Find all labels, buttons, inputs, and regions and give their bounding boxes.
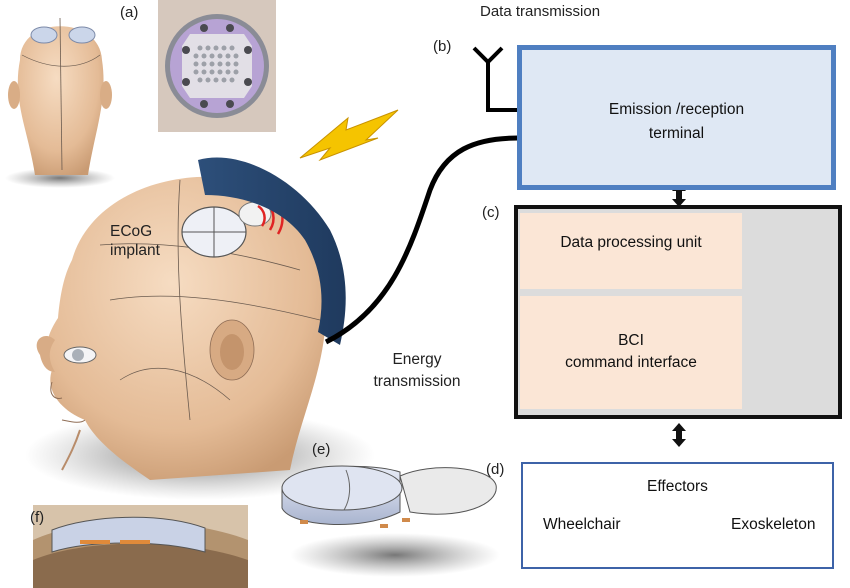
effectors-title: Effectors: [647, 478, 708, 495]
panel-label-a: (a): [120, 4, 139, 21]
small-head-illustration: [5, 17, 115, 188]
panel-label-d: (d): [486, 461, 505, 478]
bci-line2: command interface: [565, 354, 697, 371]
energy-transmission-label: Energy transmission: [362, 349, 472, 393]
main-head-illustration: [25, 157, 375, 500]
bci-command-interface-box: BCI command interface: [520, 296, 742, 409]
ecog-label-line2: implant: [110, 242, 160, 259]
electrode-grid-image: [158, 0, 276, 132]
ecog-implant-label: ECoG implant: [110, 222, 160, 260]
panel-label-f: (f): [30, 509, 45, 526]
bci-line1: BCI: [618, 332, 644, 349]
panel-label-c: (c): [482, 204, 500, 221]
energy-cable: [324, 135, 519, 345]
lightning-bolt-icon: [299, 109, 399, 162]
panel-label-b: (b): [433, 38, 452, 55]
bci-text: BCI command interface: [520, 330, 742, 374]
antenna-icon: [472, 46, 518, 112]
emission-line1: Emission /reception: [608, 101, 745, 118]
data-processing-unit-box: Data processing unit: [520, 213, 742, 289]
effector-wheelchair: Wheelchair: [543, 516, 621, 533]
emission-reception-terminal-box: Emission /reception terminal: [517, 45, 836, 190]
emission-line2: terminal: [648, 125, 705, 142]
ecog-label-line1: ECoG: [110, 223, 153, 240]
data-transmission-label: Data transmission: [480, 3, 601, 20]
effector-exoskeleton: Exoskeleton: [731, 516, 816, 533]
implant-3d-illustration: [281, 465, 500, 577]
double-arrow-icon-lower: [672, 423, 686, 447]
energy-label-line2: transmission: [373, 373, 461, 390]
dpu-label: Data processing unit: [560, 234, 702, 251]
emission-text: Emission /reception terminal: [522, 98, 831, 146]
cross-section-image: [33, 505, 248, 588]
energy-label-line1: Energy: [392, 351, 442, 368]
panel-label-e: (e): [312, 441, 331, 458]
effectors-box: Effectors Wheelchair Exoskeleton: [521, 462, 834, 569]
